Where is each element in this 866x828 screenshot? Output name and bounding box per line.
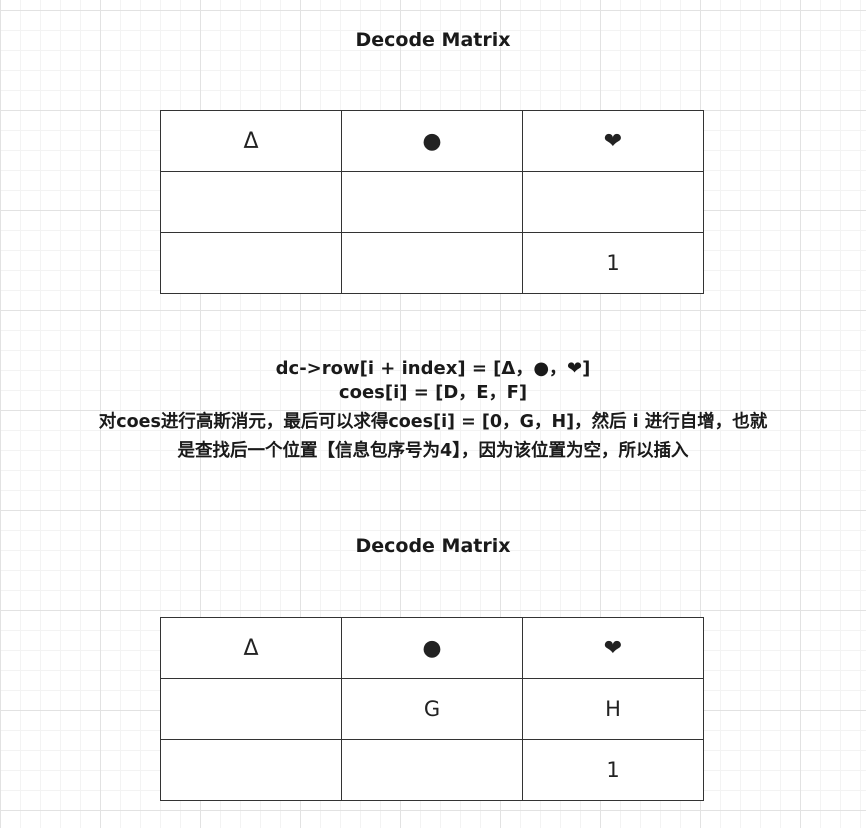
description-line-1: dc->row[i + index] = [Δ，●，❤] xyxy=(275,358,591,379)
matrix-cell xyxy=(160,232,342,294)
matrix-cell xyxy=(160,678,342,740)
matrix-cell xyxy=(160,739,342,801)
matrix-row: 1 xyxy=(160,232,704,294)
matrix-cell xyxy=(160,171,342,233)
matrix-cell xyxy=(341,232,523,294)
matrix-row xyxy=(160,171,704,233)
description-line-2: coes[i] = [D，E，F] xyxy=(338,382,528,403)
description-line-3: 对coes进行高斯消元，最后可以求得coes[i] = [0，G，H]，然后 i… xyxy=(98,412,768,432)
matrix-cell xyxy=(341,739,523,801)
matrix-row: Δ ● ❤ xyxy=(160,110,704,172)
matrix-cell xyxy=(341,171,523,233)
delta-symbol-cell: Δ xyxy=(160,617,342,679)
heart-symbol-cell: ❤ xyxy=(522,617,704,679)
delta-symbol-cell: Δ xyxy=(160,110,342,172)
matrix-row: G H xyxy=(160,678,704,740)
matrix-cell: 1 xyxy=(522,739,704,801)
matrix-row: 1 xyxy=(160,739,704,801)
description-line-4: 是查找后一个位置【信息包序号为4】，因为该位置为空，所以插入 xyxy=(177,441,689,461)
matrix-cell: H xyxy=(522,678,704,740)
decode-matrix-top: Δ ● ❤ 1 xyxy=(160,110,704,294)
decode-matrix-bottom: Δ ● ❤ G H 1 xyxy=(160,617,704,801)
matrix-cell: G xyxy=(341,678,523,740)
matrix-title-bottom: Decode Matrix xyxy=(355,535,511,557)
matrix-cell xyxy=(522,171,704,233)
matrix-cell: 1 xyxy=(522,232,704,294)
matrix-title-top: Decode Matrix xyxy=(355,29,511,51)
dot-symbol-cell: ● xyxy=(341,110,523,172)
heart-symbol-cell: ❤ xyxy=(522,110,704,172)
matrix-row: Δ ● ❤ xyxy=(160,617,704,679)
dot-symbol-cell: ● xyxy=(341,617,523,679)
